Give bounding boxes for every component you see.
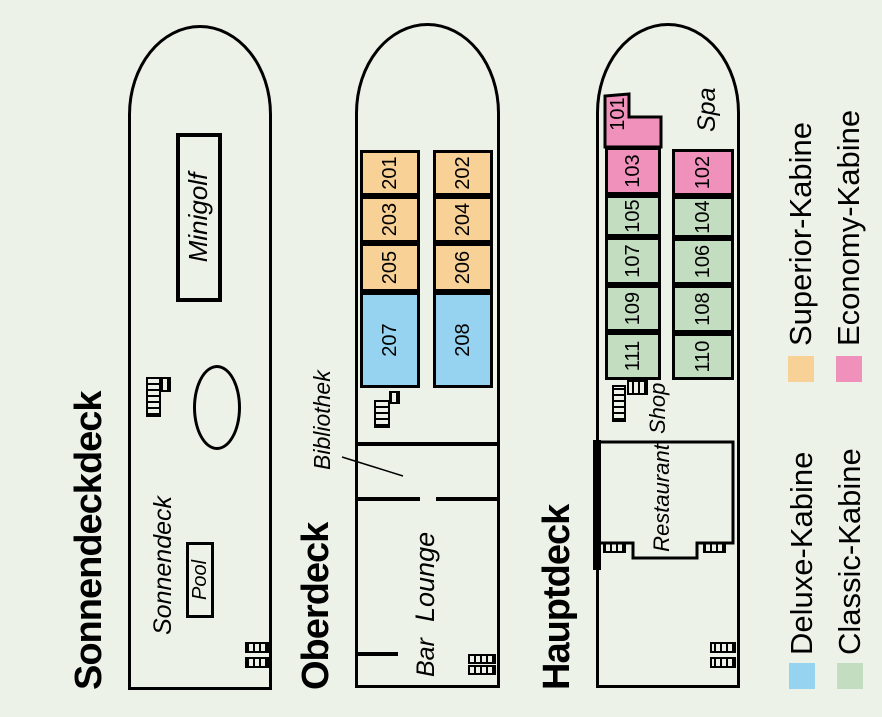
legend-swatch-classic	[837, 663, 863, 689]
cabin-101-number: 101	[607, 97, 629, 131]
legend-label-deluxe: Deluxe-Kabine	[784, 451, 819, 655]
legend-label-superior: Superior-Kabine	[783, 121, 818, 346]
legend-swatch-economy	[836, 356, 862, 382]
legend-label-economy: Economy-Kabine	[831, 109, 866, 346]
restaurant-area-label: Restaurant	[649, 444, 674, 552]
legend-swatch-deluxe	[789, 663, 815, 689]
legend-swatch-superior	[788, 356, 814, 382]
legend-label-classic: Classic-Kabine	[832, 448, 867, 655]
